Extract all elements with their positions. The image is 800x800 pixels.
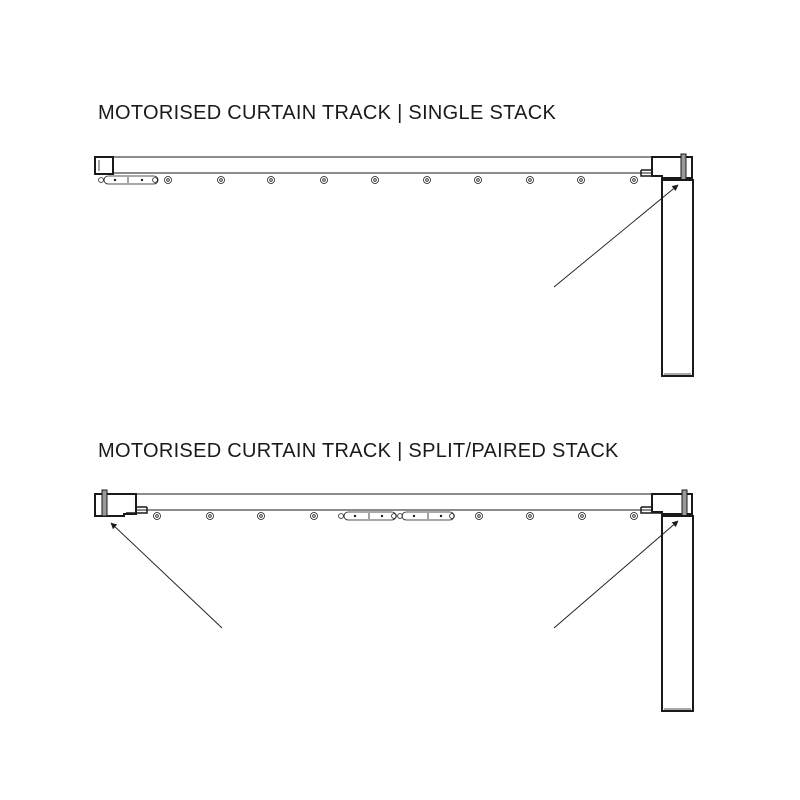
title-split-stack: MOTORISED CURTAIN TRACK | SPLIT/PAIRED S… <box>98 440 619 462</box>
split-right-pointer-arrow <box>553 520 679 629</box>
split-left-pointer-arrow <box>110 522 223 629</box>
split-right-drive-shaft <box>681 489 688 517</box>
split-motor-body <box>661 515 694 712</box>
single-motor-body <box>661 179 694 377</box>
single-stack-diagram <box>94 153 694 377</box>
single-master-carrier <box>98 175 159 185</box>
single-motor-pointer-arrow <box>553 184 679 288</box>
split-stack-diagram <box>94 489 694 712</box>
split-runners-right <box>475 512 638 520</box>
split-left-drive-shaft <box>101 489 108 517</box>
title-single-stack: MOTORISED CURTAIN TRACK | SINGLE STACK <box>98 102 557 124</box>
single-drive-shaft <box>680 153 687 181</box>
single-runners <box>164 176 638 184</box>
single-end-cap-left <box>94 156 114 175</box>
split-runners-left <box>153 512 318 520</box>
single-track-rail <box>111 156 653 174</box>
split-master-carrier-left <box>338 511 397 521</box>
split-track-rail <box>135 493 653 511</box>
split-master-carrier-right <box>397 511 455 521</box>
